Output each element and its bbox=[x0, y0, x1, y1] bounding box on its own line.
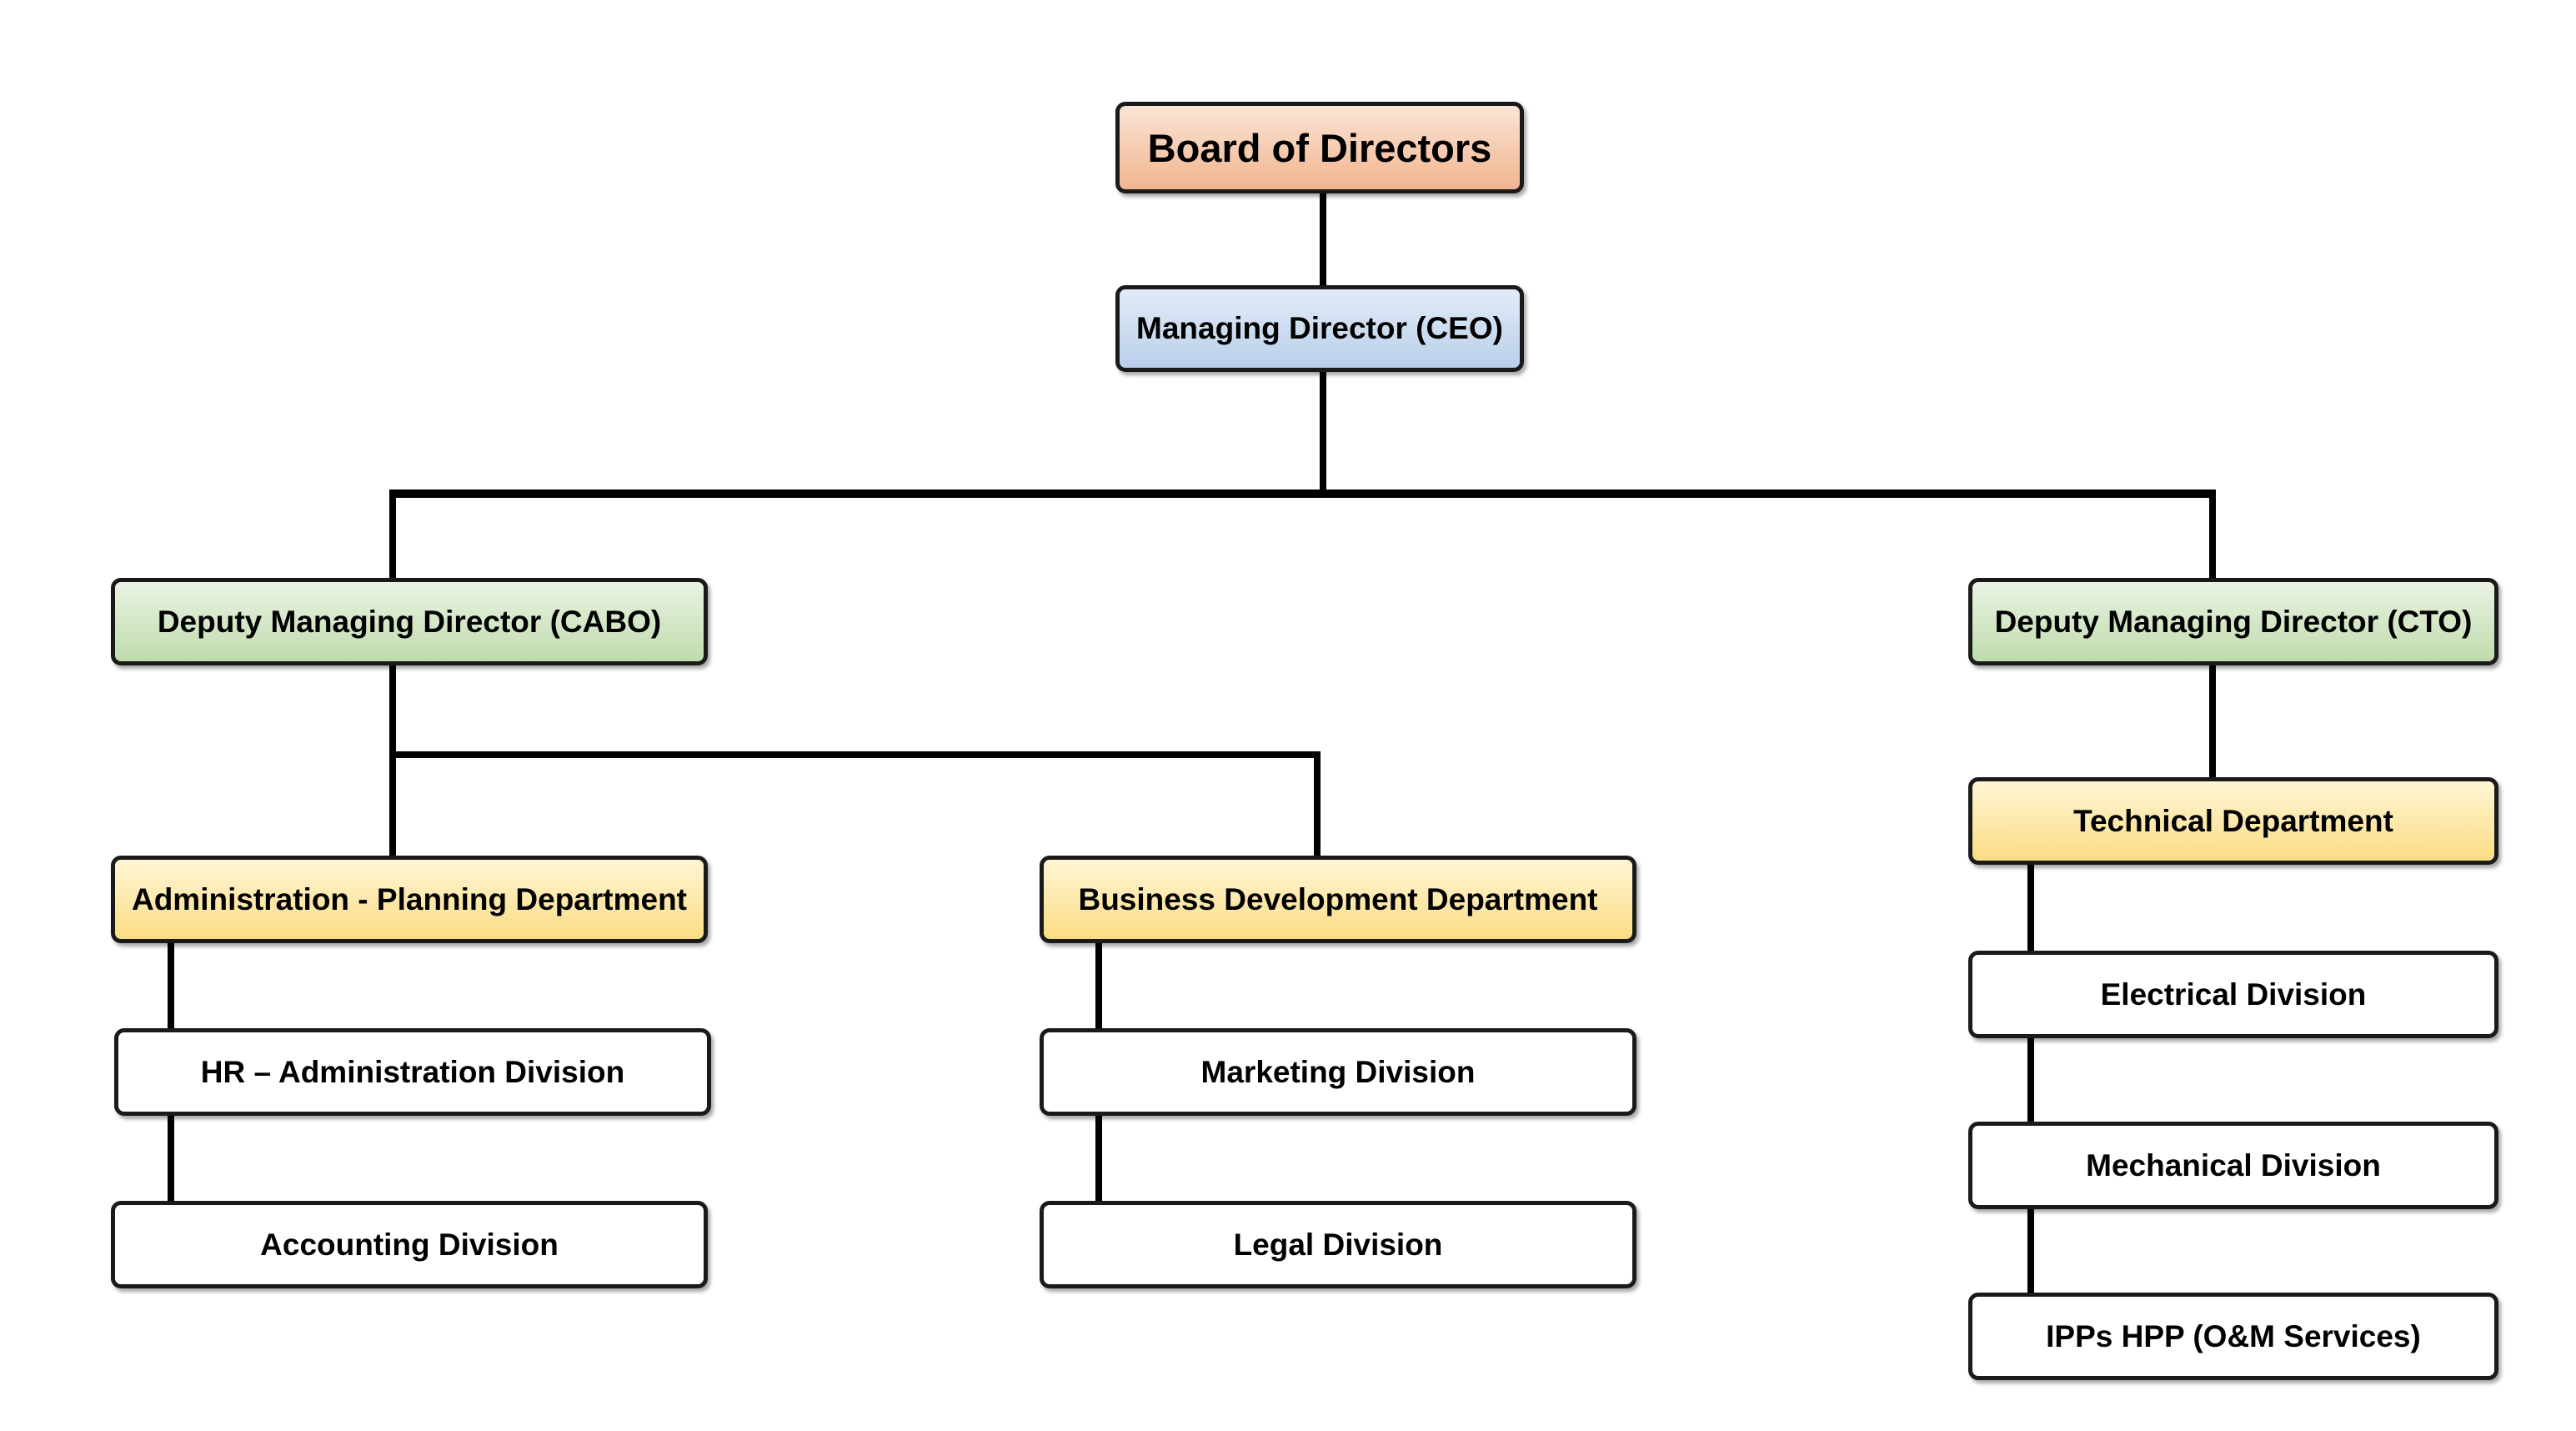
accounting-division-box: Accounting Division bbox=[111, 1201, 708, 1288]
board-of-directors-box: Board of Directors bbox=[1115, 102, 1524, 193]
marketing-division-box: Marketing Division bbox=[1040, 1028, 1636, 1116]
connector-mechanical-ipps bbox=[2027, 1208, 2034, 1294]
connector-cto-technical bbox=[2209, 664, 2216, 779]
connector-top-horizontal bbox=[389, 490, 2216, 498]
hr-administration-division-box: HR – Administration Division bbox=[114, 1028, 711, 1116]
connector-bizdev-marketing bbox=[1095, 941, 1102, 1030]
connector-board-ceo bbox=[1320, 192, 1326, 287]
connector-technical-electrical bbox=[2027, 863, 2034, 952]
electrical-division-box: Electrical Division bbox=[1968, 951, 2498, 1038]
ipps-hpp-om-services-box: IPPs HPP (O&M Services) bbox=[1968, 1293, 2498, 1380]
managing-director-box: Managing Director (CEO) bbox=[1115, 285, 1524, 372]
connector-to-cto bbox=[2209, 490, 2216, 580]
deputy-cabo-box: Deputy Managing Director (CABO) bbox=[111, 578, 708, 665]
mechanical-division-box: Mechanical Division bbox=[1968, 1122, 2498, 1209]
connector-to-business-dev bbox=[1314, 751, 1321, 857]
connector-cabo-horizontal bbox=[389, 751, 1320, 758]
legal-division-box: Legal Division bbox=[1040, 1201, 1636, 1288]
connector-admin-hr bbox=[168, 941, 174, 1030]
business-development-department-box: Business Development Department bbox=[1040, 856, 1636, 943]
connector-ceo-down bbox=[1320, 370, 1326, 495]
connector-to-cabo bbox=[389, 490, 396, 580]
connector-electrical-mechanical bbox=[2027, 1037, 2034, 1123]
admin-planning-department-box: Administration - Planning Department bbox=[111, 856, 708, 943]
deputy-cto-box: Deputy Managing Director (CTO) bbox=[1968, 578, 2498, 665]
connector-marketing-legal bbox=[1095, 1114, 1102, 1203]
technical-department-box: Technical Department bbox=[1968, 777, 2498, 865]
connector-hr-accounting bbox=[168, 1114, 174, 1203]
connector-cabo-down bbox=[389, 664, 396, 857]
